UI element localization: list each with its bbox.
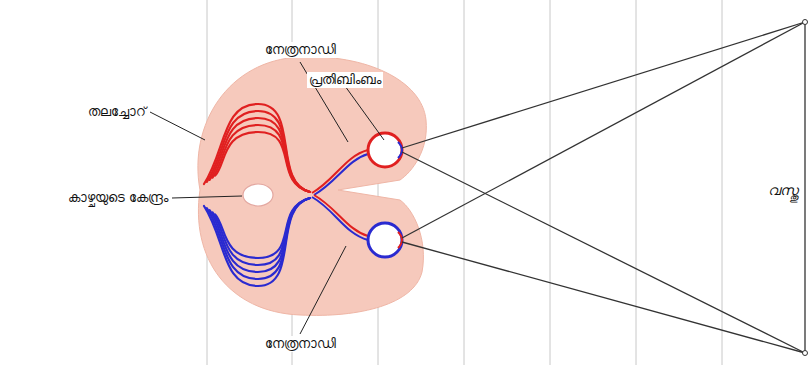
nerve-fibre [215, 132, 310, 192]
nerve-fibre [212, 198, 310, 265]
optic-nerve-label: നേത്രനാഡി [263, 42, 338, 58]
lens-lower [398, 232, 402, 248]
object-end [803, 20, 808, 25]
leader-lines [150, 62, 384, 334]
nerve-fibre [210, 198, 310, 272]
lens-upper [398, 142, 402, 158]
nerve-fibres [204, 104, 310, 286]
nerve-fibre [212, 125, 310, 192]
eye-upper [368, 133, 402, 167]
nerve-fibre [207, 111, 310, 192]
nerve-fibre [204, 104, 310, 192]
image-label: പ്രതിബിംബം [307, 72, 383, 88]
nerve-fibre [204, 198, 310, 286]
visual-centre-label: കാഴ്ചയുടെ കേന്ദ്രം [66, 190, 170, 206]
eye-lower [368, 223, 402, 257]
optic-nerves [312, 150, 368, 240]
brain-outline [198, 57, 426, 316]
object-label: വസ്തു [766, 182, 800, 199]
optic-nerve-label: നേത്രനാഡി [263, 336, 338, 352]
light-rays [402, 22, 805, 353]
nerve-fibre [215, 198, 310, 258]
object-end [803, 351, 808, 356]
nerve-fibre [207, 198, 310, 279]
nerve-fibre [210, 118, 310, 192]
visual-centre [243, 184, 273, 206]
brain-label: തലച്ചോറ് [86, 104, 148, 120]
object-line [804, 22, 805, 353]
